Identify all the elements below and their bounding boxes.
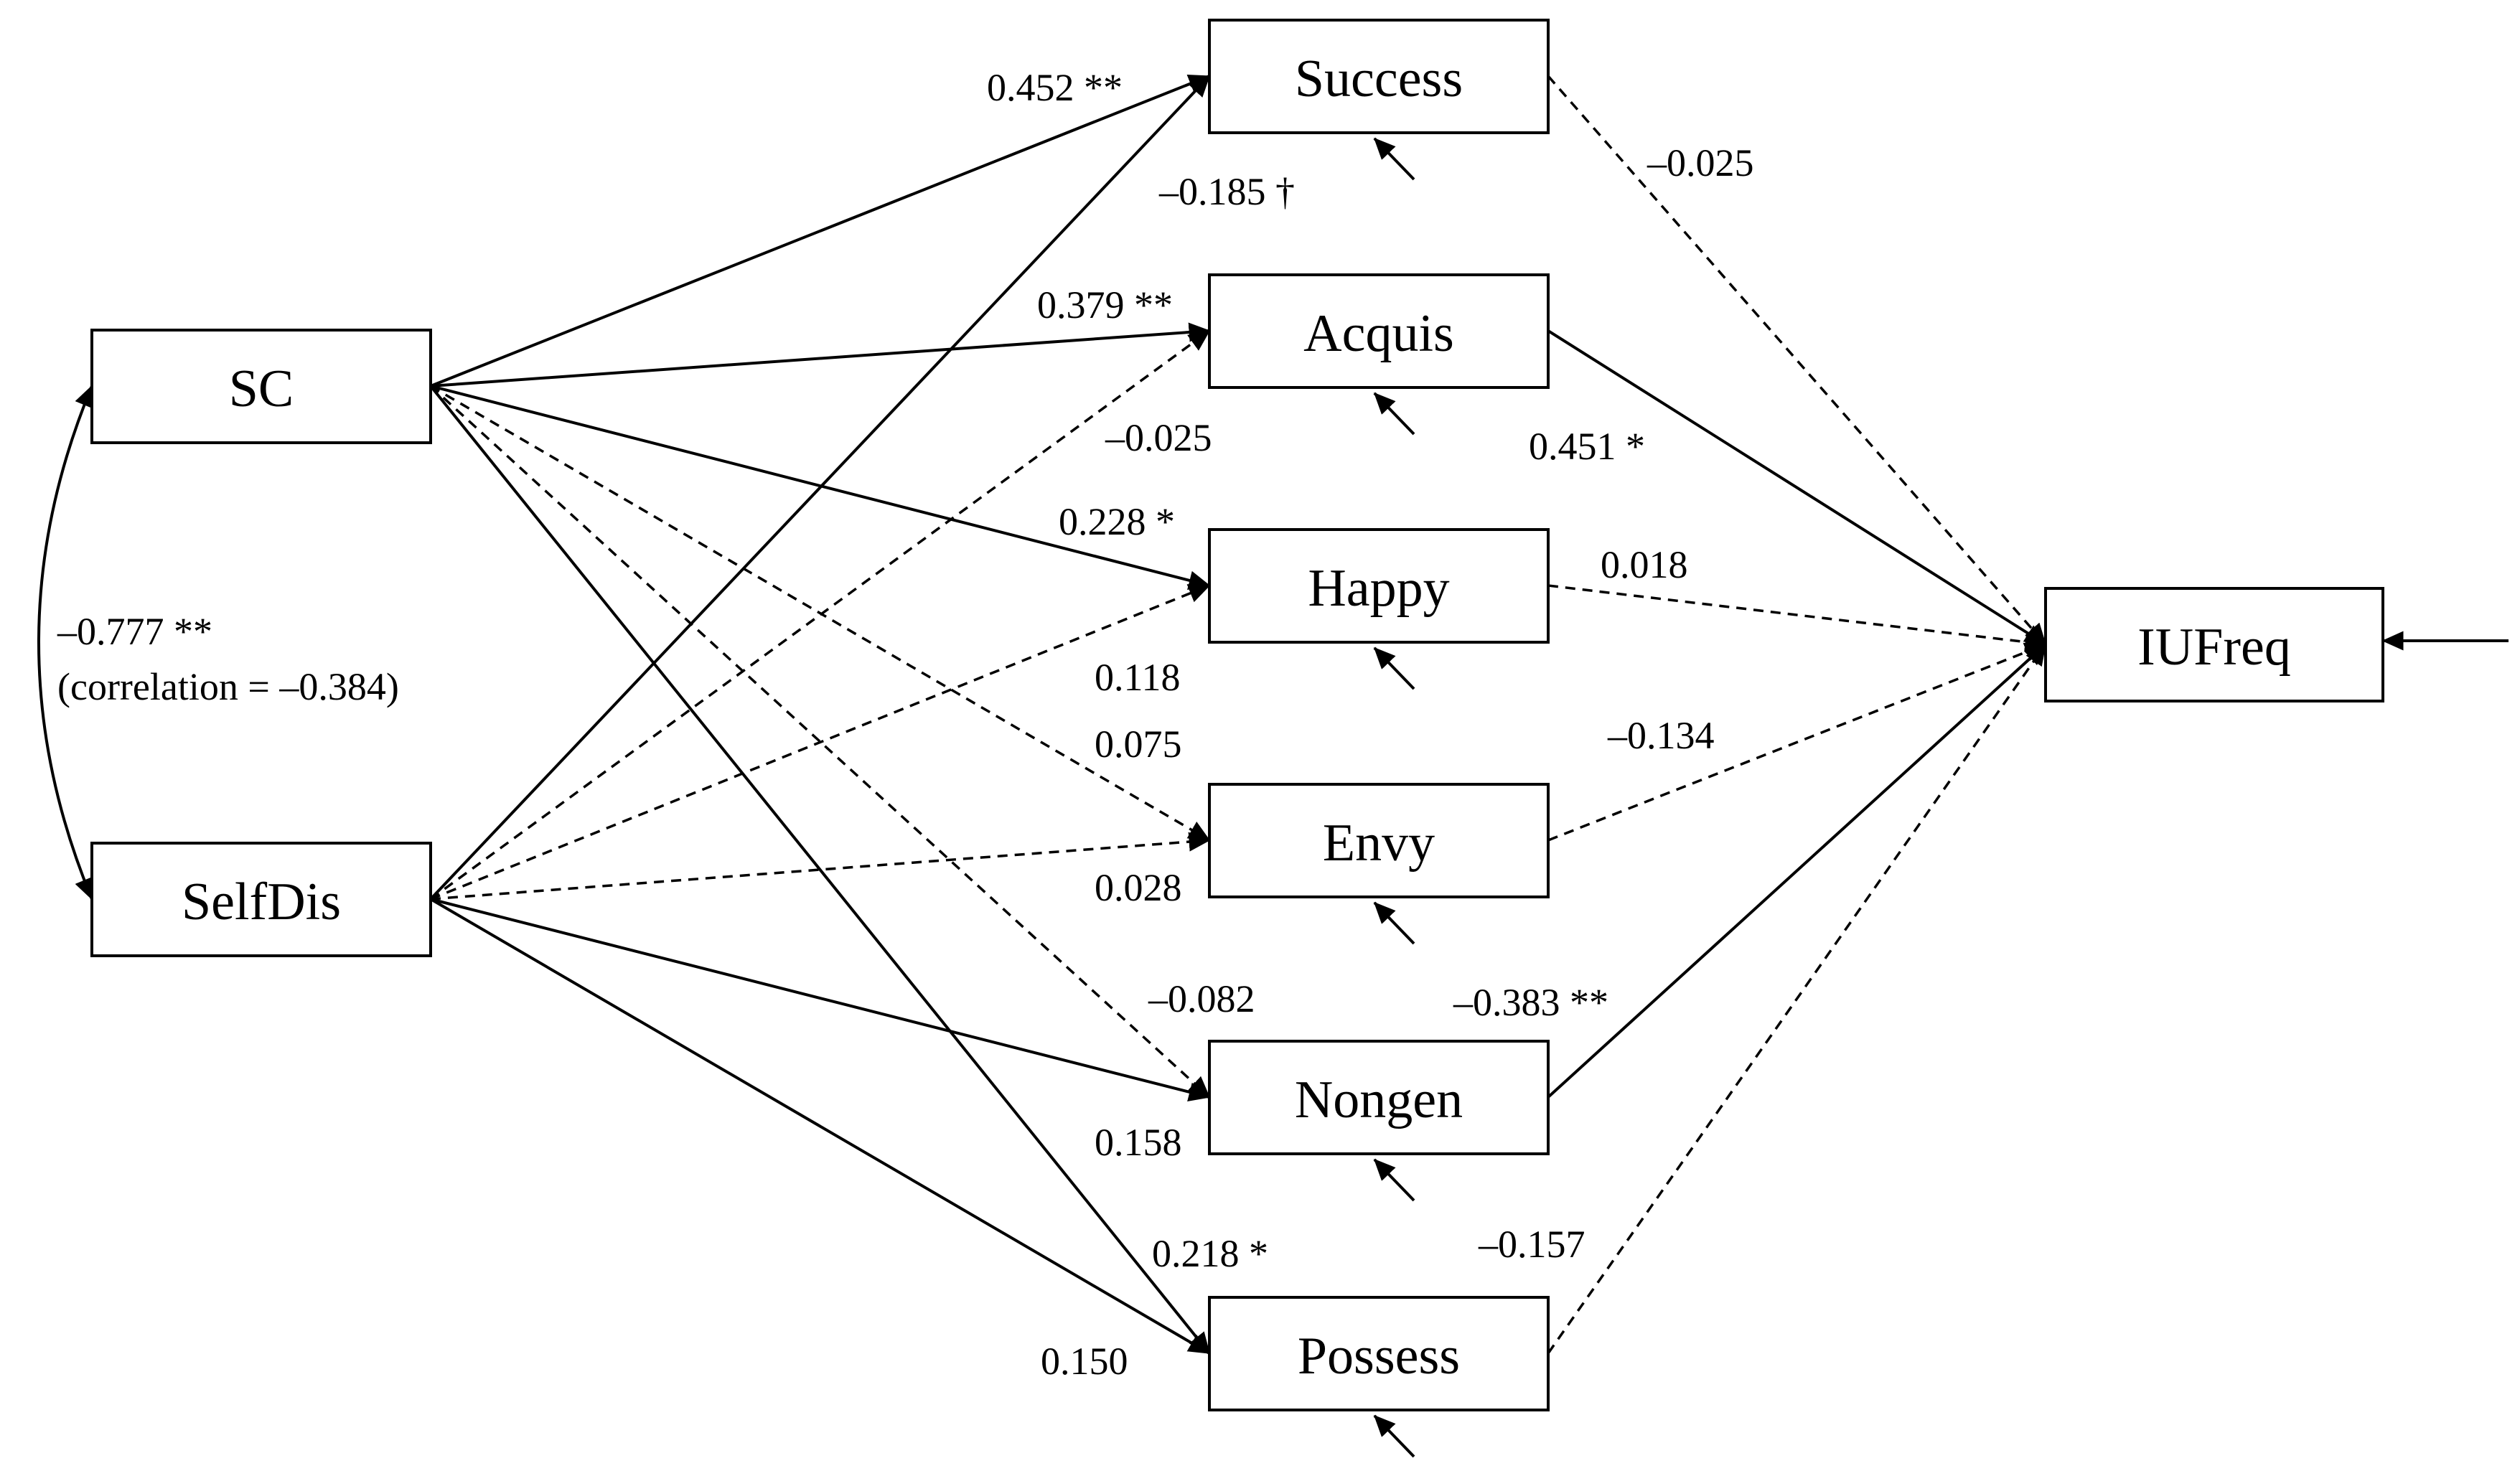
label-sc-nongen: –0.082 [1148, 977, 1255, 1020]
node-selfdis-label: SelfDis [182, 873, 341, 931]
node-iufreq: IUFreq [2044, 587, 2384, 702]
edge-success-iufreq [1547, 75, 2047, 646]
edge-sc-envy [430, 385, 1211, 842]
residual-arrow-acquis [1373, 392, 1415, 436]
node-acquis-label: Acquis [1303, 304, 1454, 363]
node-success: Success [1208, 19, 1550, 134]
label-sc-success: 0.452 ** [987, 66, 1123, 109]
edges-layer [429, 75, 2047, 1355]
label-selfdis-possess: 0.150 [1041, 1340, 1128, 1383]
correlation-value: –0.777 ** [57, 610, 212, 653]
residual-arrow-happy [1373, 647, 1415, 690]
node-envy-label: Envy [1323, 814, 1435, 873]
edge-sc-acquis [430, 322, 1211, 387]
edge-envy-iufreq [1547, 642, 2047, 842]
label-sc-possess: 0.218 * [1152, 1232, 1268, 1275]
edge-possess-iufreq [1547, 643, 2047, 1355]
edge-nongen-iufreq [1547, 643, 2047, 1099]
correlation-note: (correlation = –0.384) [57, 665, 399, 708]
label-sc-acquis: 0.379 ** [1037, 283, 1173, 326]
label-sc-happy: 0.228 * [1059, 500, 1175, 543]
edge-happy-iufreq [1547, 584, 2047, 652]
node-possess-label: Possess [1298, 1327, 1460, 1386]
residual-arrows [1373, 137, 2509, 1458]
edge-selfdis-nongen [430, 898, 1211, 1102]
edge-sc-nongen [429, 385, 1211, 1099]
edge-selfdis-envy [430, 832, 1211, 901]
label-possess-iufreq: –0.157 [1478, 1223, 1585, 1266]
residual-arrow-success [1373, 137, 1415, 181]
edge-sc-possess [429, 385, 1211, 1355]
edge-selfdis-acquis [429, 329, 1211, 901]
node-acquis: Acquis [1208, 273, 1550, 389]
label-sc-envy: 0.075 [1095, 723, 1182, 766]
label-selfdis-nongen: 0.158 [1095, 1121, 1182, 1164]
node-iufreq-label: IUFreq [2137, 618, 2291, 677]
node-envy: Envy [1208, 783, 1550, 898]
label-selfdis-happy: 0.118 [1095, 656, 1181, 699]
node-happy: Happy [1208, 528, 1550, 644]
label-envy-iufreq: –0.134 [1607, 714, 1715, 757]
node-nongen: Nongen [1208, 1040, 1550, 1155]
label-success-iufreq: –0.025 [1647, 141, 1754, 184]
edge-sc-success [430, 75, 1211, 387]
node-happy-label: Happy [1308, 559, 1449, 618]
edge-selfdis-possess [429, 898, 1211, 1355]
edge-selfdis-success [429, 75, 1211, 901]
residual-arrow-envy [1373, 901, 1415, 945]
node-sc: SC [90, 329, 432, 444]
node-success-label: Success [1295, 50, 1463, 108]
edge-selfdis-happy [430, 584, 1211, 901]
residual-arrow-nongen [1373, 1158, 1415, 1202]
correlation-arrow [37, 385, 93, 901]
label-happy-iufreq: 0.018 [1601, 543, 1688, 586]
label-selfdis-envy: 0.028 [1095, 866, 1182, 909]
label-acquis-iufreq: 0.451 * [1529, 425, 1645, 468]
label-selfdis-success: –0.185 † [1158, 170, 1295, 213]
node-nongen-label: Nongen [1295, 1071, 1463, 1129]
label-nongen-iufreq: –0.383 ** [1453, 981, 1608, 1024]
label-selfdis-acquis: –0.025 [1105, 416, 1212, 459]
edge-acquis-iufreq [1547, 329, 2047, 646]
node-sc-label: SC [229, 359, 294, 418]
residual-arrow-possess [1373, 1414, 1415, 1458]
node-possess: Possess [1208, 1296, 1550, 1411]
node-selfdis: SelfDis [90, 842, 432, 957]
